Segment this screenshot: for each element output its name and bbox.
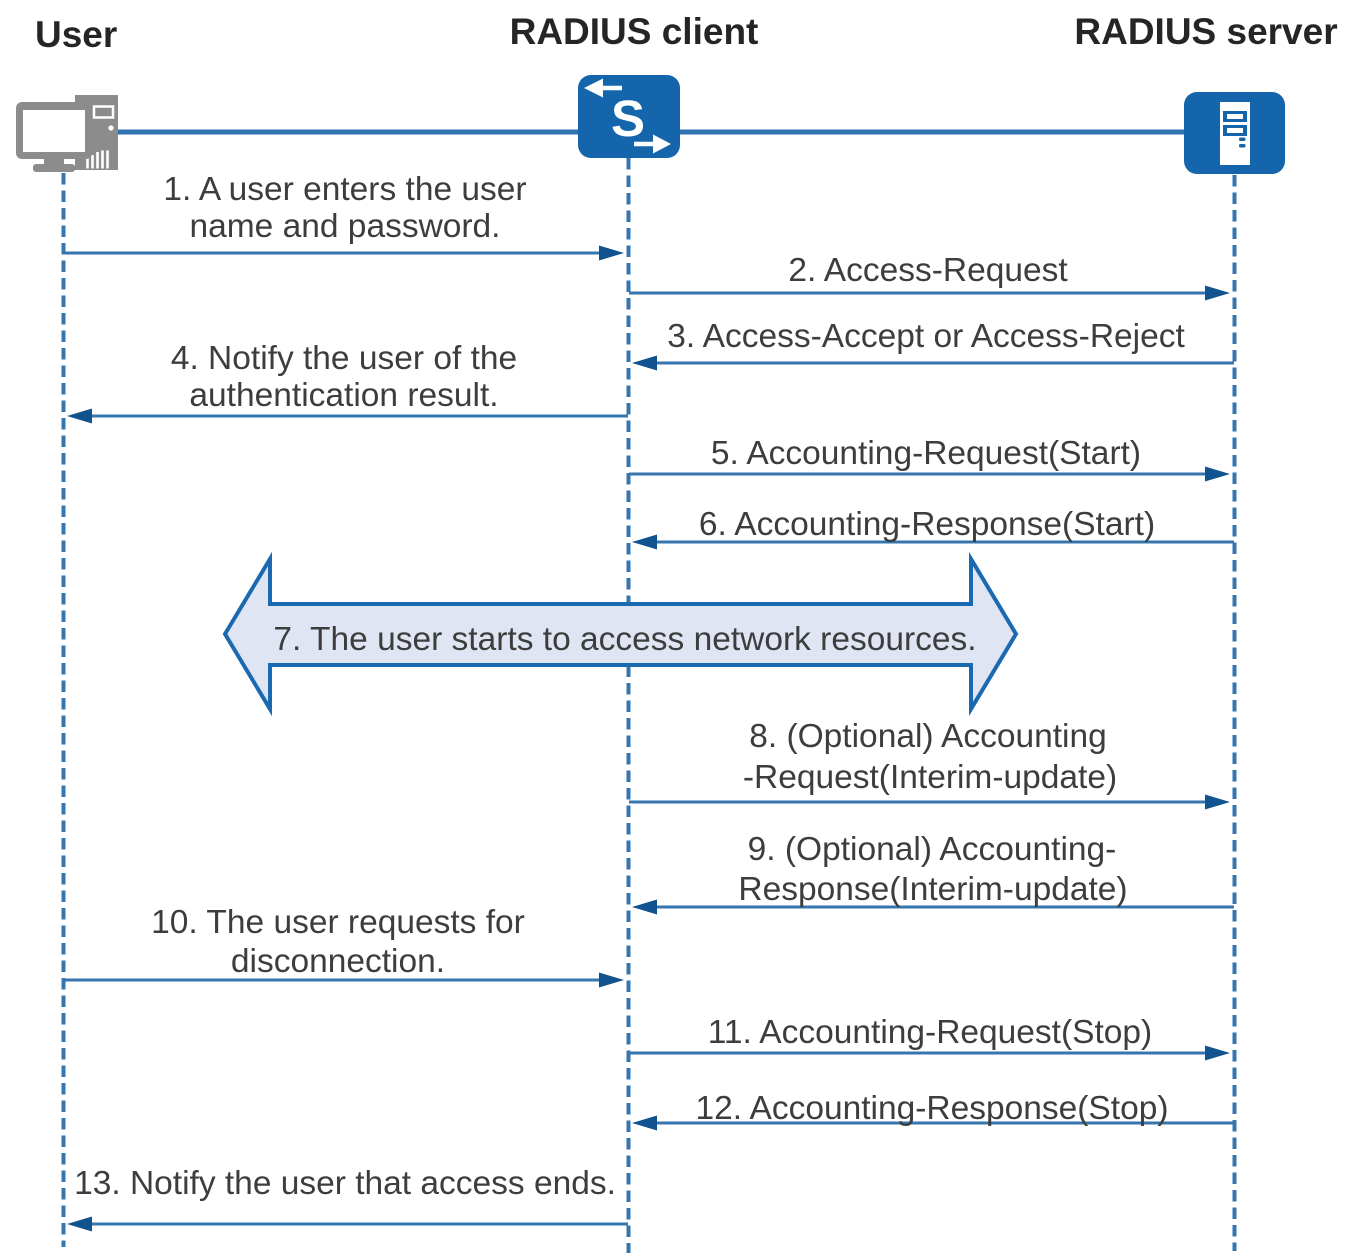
svg-text:Response(Interim-update): Response(Interim-update)	[738, 871, 1127, 908]
svg-text:10. The user requests for: 10. The user requests for	[151, 904, 525, 941]
svg-text:11. Accounting-Request(Stop): 11. Accounting-Request(Stop)	[708, 1014, 1152, 1051]
svg-text:12. Accounting-Response(Stop): 12. Accounting-Response(Stop)	[695, 1090, 1168, 1127]
svg-text:9. (Optional) Accounting-: 9. (Optional) Accounting-	[748, 831, 1117, 868]
svg-text:7. The user starts to access n: 7. The user starts to access network res…	[273, 621, 976, 658]
svg-text:4. Notify the user of the: 4. Notify the user of the	[171, 340, 517, 377]
svg-text:authentication result.: authentication result.	[189, 377, 498, 414]
svg-text:name and password.: name and password.	[190, 208, 501, 245]
svg-text:5. Accounting-Request(Start): 5. Accounting-Request(Start)	[711, 435, 1141, 472]
svg-text:S: S	[611, 90, 645, 147]
svg-text:8. (Optional) Accounting: 8. (Optional) Accounting	[749, 718, 1107, 755]
svg-text:13. Notify the user that acces: 13. Notify the user that access ends.	[74, 1165, 616, 1202]
svg-text:RADIUS server: RADIUS server	[1074, 11, 1337, 52]
svg-text:disconnection.: disconnection.	[231, 943, 445, 980]
svg-text:6. Accounting-Response(Start): 6. Accounting-Response(Start)	[699, 506, 1155, 543]
svg-text:3. Access-Accept or Access-Rej: 3. Access-Accept or Access-Reject	[667, 318, 1185, 355]
svg-text:1. A user enters the user: 1. A user enters the user	[163, 171, 526, 208]
svg-text:2. Access-Request: 2. Access-Request	[788, 252, 1068, 289]
svg-text:RADIUS client: RADIUS client	[510, 11, 759, 52]
svg-text:User: User	[35, 14, 117, 55]
svg-text:-Request(Interim-update): -Request(Interim-update)	[743, 759, 1117, 796]
